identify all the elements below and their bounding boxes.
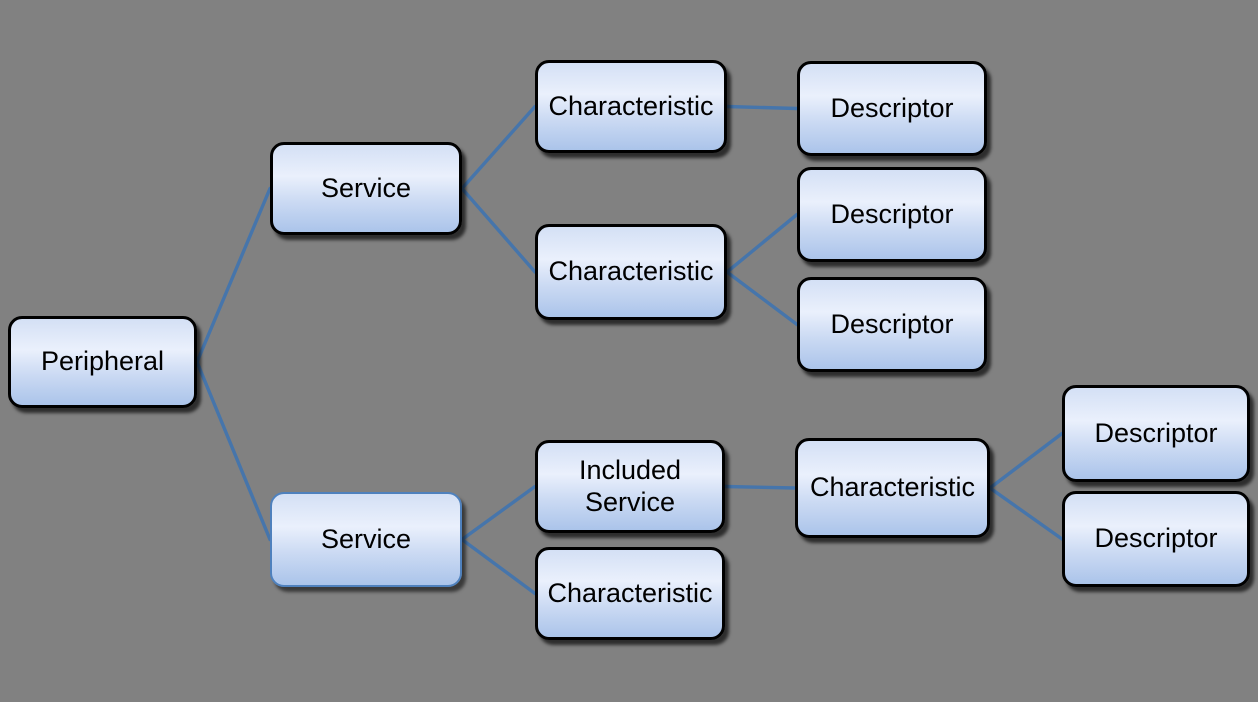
connector-peripheral-to-service-2 <box>195 360 272 542</box>
connector-char-4-to-desc-5 <box>988 486 1064 541</box>
node-char-2: Characteristic <box>535 224 727 320</box>
node-label-desc-3: Descriptor <box>830 308 954 339</box>
node-char-3: Characteristic <box>535 547 725 640</box>
connector-char-1-to-desc-1 <box>725 104 799 111</box>
node-label-desc-1: Descriptor <box>830 92 954 123</box>
node-peripheral: Peripheral <box>8 316 197 408</box>
node-service-2: Service <box>270 492 462 587</box>
node-desc-4: Descriptor <box>1062 385 1250 482</box>
node-label-char-3: Characteristic <box>547 577 713 608</box>
node-label-desc-2: Descriptor <box>830 198 954 229</box>
node-desc-5: Descriptor <box>1062 491 1250 587</box>
connector-inc-svc-to-char-4 <box>723 484 797 490</box>
connector-service-1-to-char-1 <box>460 104 537 191</box>
node-label-inc-svc: Included Service <box>578 454 682 517</box>
connector-peripheral-to-service-1 <box>195 186 272 364</box>
node-label-char-4: Characteristic <box>809 472 976 503</box>
node-label-service-1: Service <box>320 172 412 203</box>
node-label-char-2: Characteristic <box>548 256 714 287</box>
node-char-1: Characteristic <box>535 60 727 153</box>
node-label-service-2: Service <box>320 523 412 554</box>
connector-service-2-to-inc-svc <box>460 484 537 542</box>
connector-service-1-to-char-2 <box>460 186 537 274</box>
connector-service-2-to-char-3 <box>460 537 537 596</box>
connector-char-2-to-desc-3 <box>725 270 799 327</box>
node-service-1: Service <box>270 142 462 235</box>
node-inc-svc: Included Service <box>535 440 725 533</box>
node-desc-1: Descriptor <box>797 61 987 156</box>
connector-char-2-to-desc-2 <box>725 212 799 274</box>
node-desc-2: Descriptor <box>797 167 987 262</box>
node-desc-3: Descriptor <box>797 277 987 372</box>
node-char-4: Characteristic <box>795 438 990 538</box>
node-label-desc-4: Descriptor <box>1094 417 1218 448</box>
node-label-desc-5: Descriptor <box>1094 523 1218 554</box>
node-label-char-1: Characteristic <box>548 90 714 121</box>
connector-char-4-to-desc-4 <box>988 431 1064 490</box>
node-label-peripheral: Peripheral <box>40 346 165 377</box>
